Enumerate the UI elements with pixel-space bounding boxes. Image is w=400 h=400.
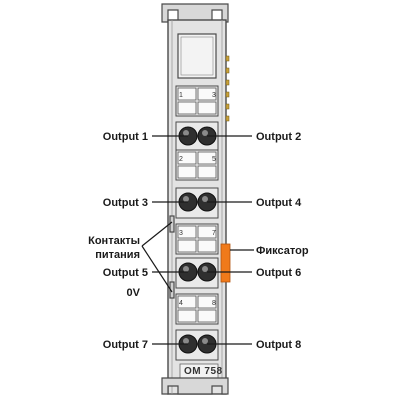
terminal-group-2: 2 5 bbox=[175, 149, 219, 181]
label-zero-v: 0V bbox=[127, 287, 141, 299]
wire-terminals-4 bbox=[175, 329, 219, 361]
label-output-3: Output 3 bbox=[103, 197, 148, 209]
wire-terminals-1 bbox=[175, 121, 219, 153]
model-label: OM 758 bbox=[184, 366, 223, 377]
label-output-5: Output 5 bbox=[103, 267, 148, 279]
label-output-1: Output 1 bbox=[103, 131, 148, 143]
label-power-contacts-line1: Контакты bbox=[88, 235, 140, 247]
terminal-group-3: 3 7 bbox=[175, 223, 219, 255]
wire-terminals-2 bbox=[175, 187, 219, 219]
slot-number-7: 7 bbox=[212, 230, 216, 237]
label-output-4: Output 4 bbox=[256, 197, 302, 209]
label-output-2: Output 2 bbox=[256, 131, 301, 143]
latch-tab[interactable] bbox=[220, 243, 231, 283]
terminal-group-4: 4 8 bbox=[175, 293, 219, 325]
label-output-8: Output 8 bbox=[256, 339, 301, 351]
slot-number-3: 3 bbox=[212, 92, 216, 99]
slot-number-4: 4 bbox=[179, 300, 183, 307]
slot-number-3b: 3 bbox=[179, 230, 183, 237]
status-window bbox=[177, 33, 217, 79]
terminal-group-1: 1 3 bbox=[175, 85, 219, 117]
leader-lines bbox=[141, 135, 254, 345]
bottom-rail-clip bbox=[161, 377, 229, 395]
slot-number-1: 1 bbox=[179, 92, 183, 99]
side-contacts bbox=[225, 55, 230, 122]
label-output-7: Output 7 bbox=[103, 339, 148, 351]
wire-terminals-3 bbox=[175, 257, 219, 289]
label-power-contacts-line2: питания bbox=[95, 249, 140, 261]
label-latch: Фиксатор bbox=[256, 245, 309, 257]
slot-number-2: 2 bbox=[179, 156, 183, 163]
label-output-6: Output 6 bbox=[256, 267, 301, 279]
slot-number-5: 5 bbox=[212, 156, 216, 163]
slot-number-8: 8 bbox=[212, 300, 216, 307]
